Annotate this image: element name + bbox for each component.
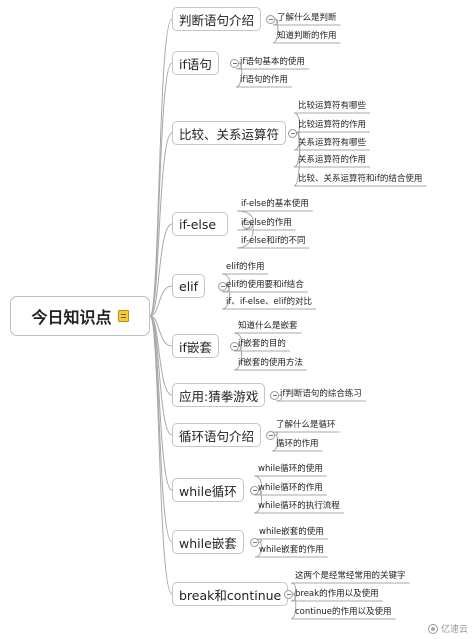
connector-root-branch-0: [149, 18, 173, 317]
leaf-topic[interactable]: while循环的使用: [258, 464, 323, 474]
leaf-topic[interactable]: while嵌套的使用: [259, 527, 324, 537]
note-icon[interactable]: [117, 310, 129, 322]
branch-topic-1[interactable]: if语句: [172, 51, 219, 75]
leaf-topic[interactable]: 知道判断的作用: [277, 31, 337, 41]
leaf-topic[interactable]: if嵌套的目的: [238, 339, 286, 349]
branch-topic-label: while嵌套: [179, 535, 237, 551]
connector-branch-3-leaf-0: [236, 210, 313, 225]
connector-branch-5-leaf-2: [233, 345, 307, 371]
connector-branch-10-leaf-0: [290, 582, 410, 595]
connector-branch-7-leaf-1: [271, 434, 323, 452]
leaf-topic[interactable]: if-else的作用: [241, 218, 292, 228]
watermark: 亿速云: [427, 622, 468, 635]
collapse-toggle-icon[interactable]: [230, 341, 239, 351]
collapse-toggle-icon[interactable]: [270, 390, 279, 400]
branch-topic-label: 判断语句介绍: [179, 12, 255, 28]
collapse-toggle-icon[interactable]: [230, 58, 239, 68]
leaf-topic[interactable]: if判断语句的综合练习: [280, 389, 362, 399]
collapse-toggle-icon[interactable]: [242, 219, 251, 229]
leaf-topic[interactable]: 关系运算符的作用: [298, 155, 367, 165]
watermark-label: 亿速云: [440, 625, 468, 635]
root-topic[interactable]: 今日知识点: [10, 296, 150, 336]
branch-topic-8[interactable]: while循环: [172, 478, 244, 502]
connector-branch-0-leaf-1: [272, 18, 341, 44]
collapse-toggle-icon[interactable]: [218, 281, 227, 291]
connector-branch-10-leaf-2: [290, 593, 396, 620]
connector-branch-8-leaf-0: [253, 475, 327, 491]
leaf-topic[interactable]: if-else的基本使用: [241, 199, 309, 209]
branch-topic-label: 应用:猜拳游戏: [179, 388, 259, 404]
connector-root-branch-3: [149, 223, 173, 317]
connector-root-branch-2: [149, 132, 173, 317]
branch-topic-label: 循环语句介绍: [179, 428, 255, 444]
branch-topic-7[interactable]: 循环语句介绍: [172, 423, 262, 447]
connector-branch-6-leaf-0: [275, 394, 366, 402]
collapse-toggle-icon[interactable]: [288, 128, 297, 138]
branch-topic-label: break和continue: [179, 587, 282, 603]
branch-topic-10[interactable]: break和continue: [172, 582, 289, 606]
branch-topic-4[interactable]: elif: [172, 274, 206, 298]
connector-root-branch-4: [149, 285, 173, 317]
branch-topic-9[interactable]: while嵌套: [172, 530, 244, 554]
collapse-toggle-icon[interactable]: [284, 589, 293, 599]
leaf-topic[interactable]: if-else和if的不同: [241, 236, 306, 246]
branch-topic-3[interactable]: if-else: [172, 212, 228, 236]
leaf-topic[interactable]: break的作用以及使用: [295, 589, 379, 599]
leaf-topic[interactable]: 关系运算符有哪些: [298, 138, 367, 148]
branch-topic-5[interactable]: if嵌套: [172, 334, 219, 358]
leaf-topic[interactable]: if嵌套的使用方法: [238, 358, 303, 368]
leaf-topic[interactable]: 比较运算符有哪些: [298, 101, 367, 111]
connector-branch-7-leaf-0: [271, 431, 340, 436]
connector-branch-4-leaf-0: [221, 273, 269, 287]
connector-root-branch-1: [149, 62, 173, 317]
branch-topic-2[interactable]: 比较、关系运算符: [172, 121, 287, 145]
branch-topic-label: if-else: [179, 216, 217, 232]
collapse-toggle-icon[interactable]: [266, 430, 275, 440]
leaf-topic[interactable]: 知道什么是嵌套: [238, 321, 298, 331]
branch-topic-0[interactable]: 判断语句介绍: [172, 7, 262, 31]
connector-branch-8-leaf-2: [253, 489, 344, 514]
branch-topic-label: 比较、关系运算符: [179, 126, 280, 142]
connector-branch-2-leaf-4: [293, 132, 427, 187]
connector-branch-4-leaf-2: [221, 285, 317, 310]
connector-branch-5-leaf-0: [233, 332, 302, 347]
collapse-toggle-icon[interactable]: [250, 537, 259, 547]
leaf-topic[interactable]: 了解什么是判断: [277, 13, 337, 23]
leaf-topic[interactable]: while循环的作用: [258, 483, 323, 493]
leaf-topic[interactable]: if语句基本的使用: [240, 57, 305, 67]
leaf-topic[interactable]: continue的作用以及使用: [295, 607, 392, 617]
connector-root-branch-10: [149, 315, 173, 595]
branch-topic-6[interactable]: 应用:猜拳游戏: [172, 383, 266, 407]
leaf-topic[interactable]: 比较运算符的作用: [298, 120, 367, 130]
leaf-topic[interactable]: 了解什么是循环: [276, 420, 336, 430]
connector-branch-9-leaf-0: [254, 538, 328, 543]
leaf-topic[interactable]: while循环的执行流程: [258, 501, 340, 511]
leaf-topic[interactable]: while嵌套的作用: [259, 545, 324, 555]
leaf-topic[interactable]: elif的使用要和if结合: [226, 280, 304, 290]
branch-topic-label: elif: [179, 278, 199, 294]
connector-branch-3-leaf-2: [236, 223, 310, 249]
leaf-topic[interactable]: 这两个是经常经常用的关键字: [295, 571, 406, 581]
collapse-toggle-icon[interactable]: [250, 485, 259, 495]
root-topic-label: 今日知识点: [31, 308, 112, 327]
leaf-topic[interactable]: 循环的作用: [276, 439, 319, 449]
leaf-topic[interactable]: if、if-else、elif的对比: [226, 297, 313, 307]
branch-topic-label: while循环: [179, 483, 237, 499]
connector-branch-1-leaf-1: [235, 62, 292, 88]
connector-branch-2-leaf-1: [293, 131, 371, 134]
leaf-topic[interactable]: 比较、关系运算符和if的结合使用: [298, 174, 423, 184]
collapse-toggle-icon[interactable]: [266, 14, 275, 24]
leaf-topic[interactable]: if语句的作用: [240, 75, 288, 85]
leaf-topic[interactable]: elif的作用: [226, 262, 265, 272]
yisu-logo-icon: [427, 623, 438, 634]
connector-branch-9-leaf-1: [254, 541, 328, 558]
branch-topic-label: if嵌套: [179, 339, 212, 355]
branch-topic-label: if语句: [179, 56, 212, 72]
